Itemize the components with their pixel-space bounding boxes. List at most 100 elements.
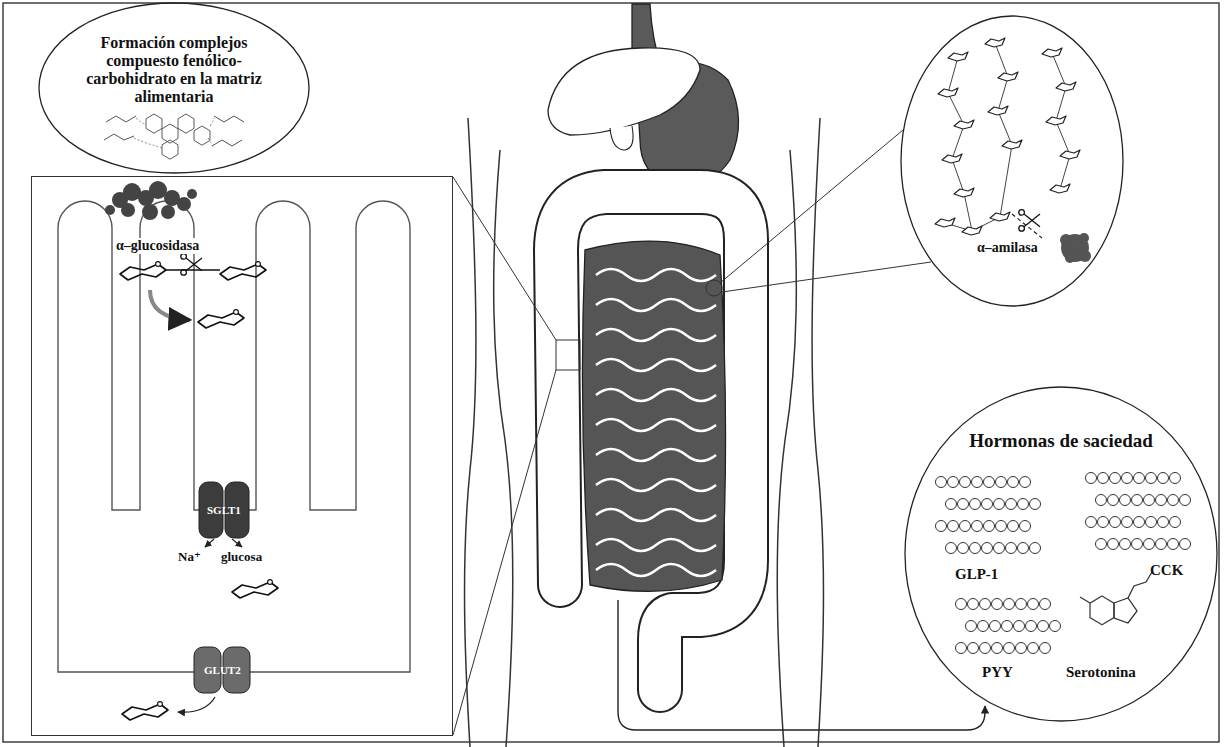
hormone-label: PYY <box>982 664 1013 681</box>
starch-chains <box>942 154 962 163</box>
small-intestine <box>596 479 716 491</box>
zoom-circle: α–amilasa <box>900 15 1124 307</box>
starch-chains <box>954 188 974 197</box>
pyy-peptide <box>956 643 1051 654</box>
small-intestine <box>596 269 716 281</box>
glp1-peptide <box>936 521 1031 532</box>
body-outline <box>777 150 796 747</box>
glucose-molecules <box>220 262 266 280</box>
starch-chains <box>1000 145 1012 217</box>
large-intestine <box>556 192 746 690</box>
transporter-label: SGLT1 <box>207 504 241 517</box>
starch-chains <box>1019 210 1040 232</box>
chemical-structure <box>104 114 244 159</box>
body-outline <box>812 118 823 747</box>
node-shape <box>900 15 1124 307</box>
amylase-enzyme <box>1060 234 1072 246</box>
small-intestine <box>596 359 716 371</box>
chemical-structure <box>194 126 210 145</box>
glp1-peptide <box>936 477 1031 488</box>
serotonin-structure <box>1090 596 1114 625</box>
transporter-box: GLUT2 <box>193 646 251 694</box>
glucose-molecules <box>198 310 244 328</box>
cck-peptide <box>1096 539 1191 550</box>
amylase-enzyme <box>1060 233 1091 263</box>
starch-chains <box>954 120 974 129</box>
molecule-label: glucosa <box>221 550 262 565</box>
chemical-structure <box>104 116 244 146</box>
glucose-molecules <box>166 269 220 270</box>
circle-outline <box>901 16 1123 306</box>
starch-chains <box>1012 214 1042 238</box>
chemical-structure <box>104 134 134 140</box>
large-intestine <box>556 192 746 690</box>
circle-outline <box>39 3 309 173</box>
starch-chains <box>990 212 1010 221</box>
starch-chains <box>938 88 958 97</box>
flow-arrow <box>618 600 985 730</box>
hormone-label: Serotonina <box>1066 664 1136 681</box>
small-intestine <box>596 564 716 576</box>
transport-arrows <box>205 539 242 547</box>
small-intestine <box>596 539 716 551</box>
glucose-molecules <box>232 580 278 598</box>
starch-chains <box>948 52 968 61</box>
small-intestine <box>582 241 725 591</box>
liver <box>548 48 700 135</box>
cck-peptide <box>1086 473 1191 550</box>
glp1-peptide <box>936 477 1041 554</box>
heading-text: Formación complejos compuesto fenólico-c… <box>69 34 279 106</box>
villus-inset-box: α–glucosidasaNa⁺glucosaSGLT1GLUT2 <box>31 176 453 736</box>
amylase-enzyme <box>1079 233 1089 243</box>
glucose-molecules <box>181 254 202 276</box>
chemical-structure <box>134 118 214 148</box>
starch-chains <box>1056 82 1076 91</box>
chemical-structure <box>146 114 162 133</box>
starch-chains <box>935 38 1080 238</box>
small-intestine <box>596 449 716 461</box>
large-intestine <box>556 192 746 690</box>
starch-chains <box>1050 184 1070 193</box>
zoom-lines <box>556 340 580 370</box>
chemical-structure <box>212 140 242 146</box>
cck-peptide <box>1086 517 1181 528</box>
alpha-glucosidase-enzyme <box>142 204 158 220</box>
small-intestine <box>596 389 716 401</box>
transporter-label: GLUT2 <box>204 664 241 677</box>
pyy-peptide <box>966 621 1061 632</box>
gallbladder <box>610 126 633 150</box>
starch-chains <box>962 226 982 235</box>
hormone-label: GLP-1 <box>955 566 998 583</box>
amylase-enzyme <box>1065 253 1075 263</box>
chemical-structure <box>214 116 244 122</box>
heading-text: Hormonas de saciedad <box>904 430 1218 452</box>
small-intestine <box>596 299 716 311</box>
small-intestine <box>596 329 716 341</box>
glucose-molecules <box>122 702 168 720</box>
starch-chains <box>964 193 972 231</box>
hormone-label: CCK <box>1150 562 1183 579</box>
enterocyte <box>58 201 410 672</box>
pyy-peptide <box>956 599 1051 610</box>
chemical-structure <box>106 116 136 122</box>
glucose-molecules <box>150 290 190 320</box>
small-intestine <box>596 419 716 431</box>
chemical-structure <box>136 118 146 124</box>
serotonin-structure <box>1114 598 1137 623</box>
amylase-enzyme <box>1079 250 1091 262</box>
enzyme-label: α–amilasa <box>975 240 1040 256</box>
transporter-box: SGLT1 <box>198 481 250 539</box>
small-intestine <box>582 241 725 591</box>
body-outline <box>465 118 824 747</box>
transport-arrows <box>205 539 214 547</box>
chemical-structure <box>210 118 214 126</box>
chemical-structure <box>178 114 194 133</box>
cck-peptide <box>1086 473 1181 484</box>
starch-chains <box>935 218 955 227</box>
starch-chains <box>1002 140 1022 149</box>
transport-arrows <box>232 539 242 547</box>
chemical-structure <box>162 140 178 159</box>
frame <box>3 3 1219 742</box>
glucose-molecules <box>178 697 215 712</box>
